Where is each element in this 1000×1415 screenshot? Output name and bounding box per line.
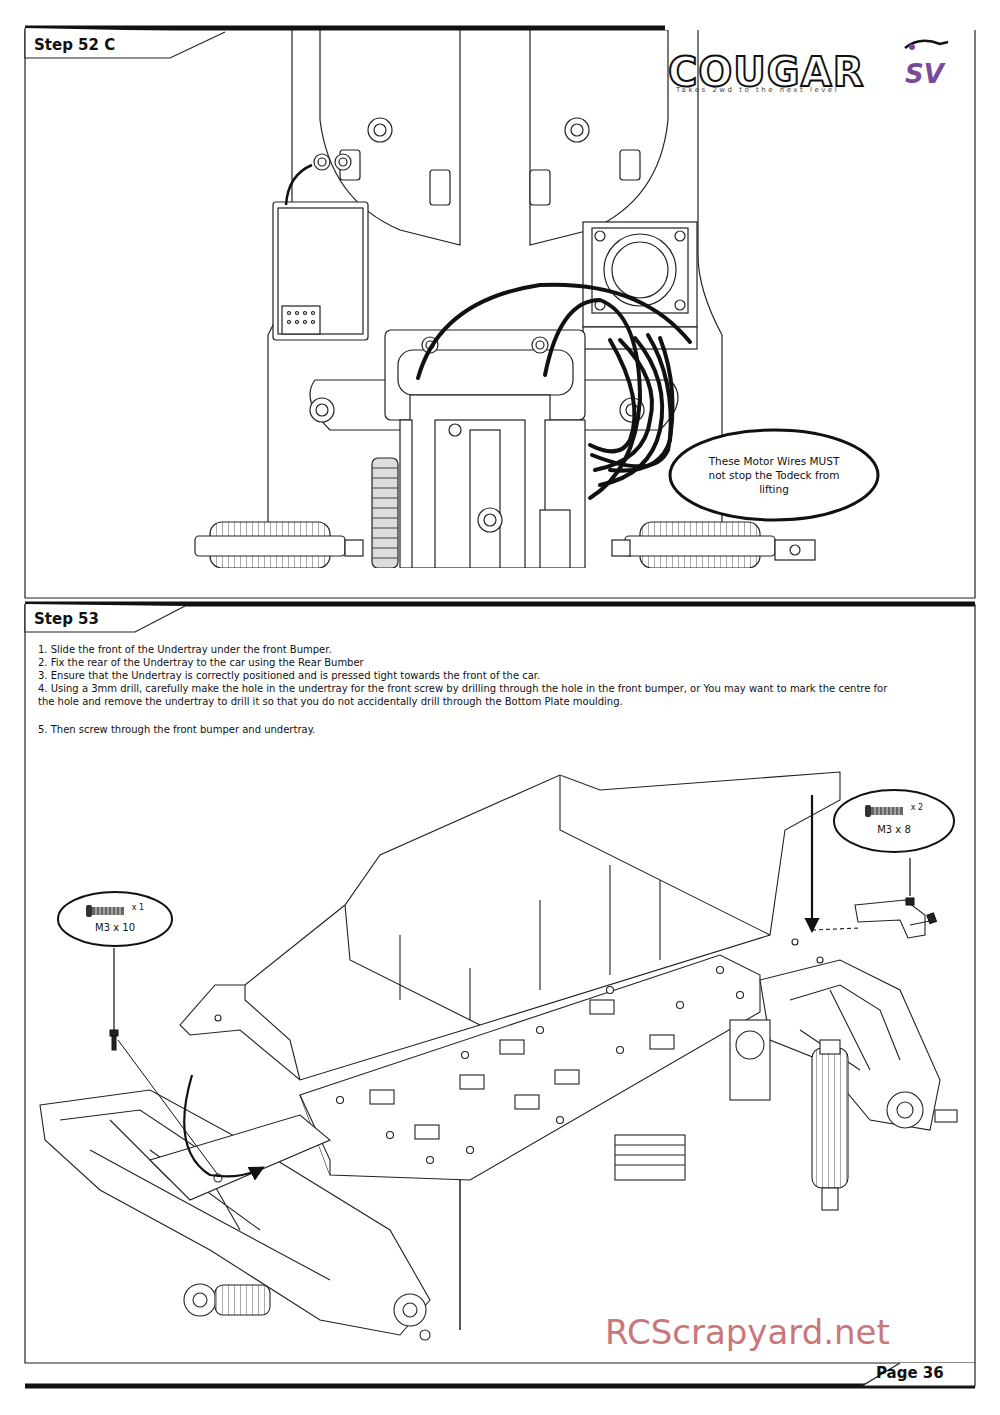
instruction-step: 5. Then screw through the front bumper a…	[38, 723, 315, 736]
screw-size: M3 x 8	[877, 824, 911, 835]
instruction-step: 3. Ensure that the Undertray is correctl…	[38, 669, 540, 682]
motor-wires	[418, 285, 690, 498]
chassis-perspective	[40, 772, 957, 1340]
hardware-callout: x 1 M3 x 10	[56, 890, 174, 948]
page-number: Page 36	[876, 1364, 944, 1384]
logo-mark	[905, 41, 948, 50]
instruction-step: 1. Slide the front of the Undertray unde…	[38, 643, 332, 656]
screw-icon	[865, 803, 905, 819]
outline	[56, 890, 174, 948]
hardware-callout: x 2 M3 x 8	[832, 788, 956, 854]
watermark: RCScrapyard.net	[605, 1310, 890, 1354]
screw-icon	[86, 903, 126, 919]
outline	[832, 788, 956, 854]
brand-logo-suffix: SV	[905, 58, 944, 92]
screw-parts	[110, 898, 936, 1050]
brand-tagline: Takes 2wd to the next level	[676, 86, 839, 95]
page-frame	[25, 28, 975, 1386]
quantity: x 1	[132, 903, 144, 912]
assembly-arrows	[114, 795, 910, 1176]
step-heading: Step 53	[34, 610, 99, 630]
screw-size: M3 x 10	[95, 922, 135, 933]
callout-text: These Motor Wires MUST not stop the Tode…	[699, 454, 849, 497]
callout-bubble: These Motor Wires MUST not stop the Tode…	[668, 428, 880, 522]
step-heading: Step 52 C	[34, 36, 115, 56]
instruction-step: 4. Using a 3mm drill, carefully make the…	[38, 682, 888, 708]
quantity: x 2	[911, 803, 923, 812]
instruction-step: 2. Fix the rear of the Undertray to the …	[38, 656, 364, 669]
